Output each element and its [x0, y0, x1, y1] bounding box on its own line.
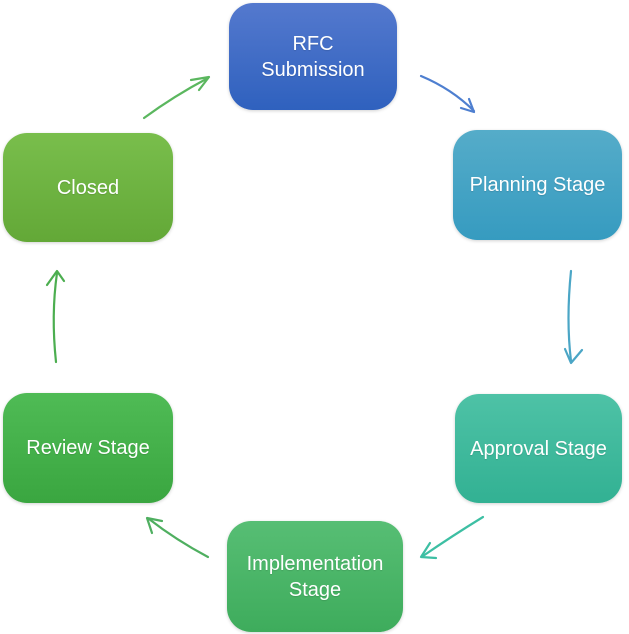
arrow-rfc-to-planning-icon: [419, 74, 476, 114]
arrow-review-to-closed-icon: [45, 269, 66, 364]
node-label-approval-stage: Approval Stage: [470, 437, 607, 460]
node-review-stage: Review Stage: [3, 393, 173, 503]
node-planning-stage: Planning Stage: [453, 130, 622, 240]
node-label-implementation-stage: Implementation Stage: [246, 552, 384, 601]
node-closed: Closed: [3, 133, 173, 242]
node-label-rfc-submission: RFC Submission: [261, 32, 365, 81]
node-implementation-stage: Implementation Stage: [227, 521, 403, 632]
node-rfc-submission: RFC Submission: [229, 3, 397, 110]
node-label-review-stage: Review Stage: [26, 437, 150, 459]
node-label-planning-stage: Planning Stage: [469, 174, 606, 196]
node-approval-stage: Approval Stage: [455, 394, 622, 503]
arrow-planning-to-approval-icon: [563, 269, 584, 365]
arrow-approval-to-implementation-icon: [419, 515, 485, 560]
node-label-closed: Closed: [56, 176, 120, 199]
arrow-implementation-to-review-icon: [145, 516, 210, 559]
arrow-closed-to-rfc-icon: [142, 75, 211, 120]
